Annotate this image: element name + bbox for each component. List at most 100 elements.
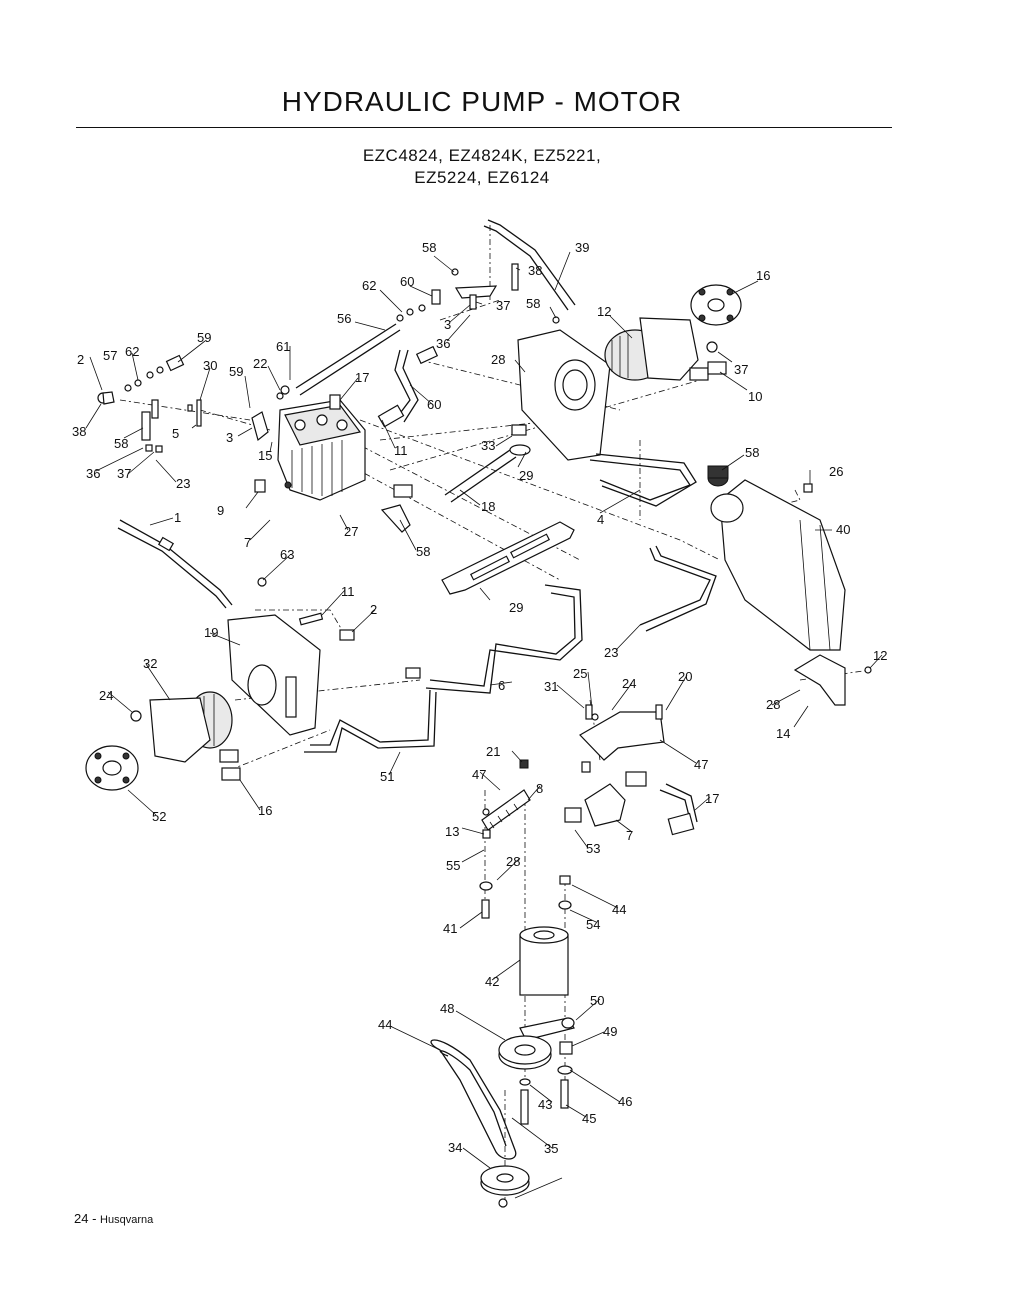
callout-49: 44	[378, 1017, 392, 1032]
page-footer: 24 - Husqvarna	[74, 1211, 153, 1226]
callout-37: 23	[176, 476, 190, 491]
callout-12: 32	[143, 656, 157, 671]
callout-37: 30	[203, 358, 217, 373]
callout-21: 51	[380, 769, 394, 784]
callout-29: 29	[519, 468, 533, 483]
callout-56: 56	[337, 311, 351, 326]
callout-7: 58	[416, 544, 430, 559]
callout-11: 33	[481, 438, 495, 453]
callout-35: 34	[448, 1140, 462, 1155]
callout-47: 21	[486, 744, 500, 759]
callout-60: 60	[400, 274, 414, 289]
callout-26: 9	[217, 503, 224, 518]
title-rule	[76, 127, 892, 128]
fittings-top-left	[97, 354, 290, 453]
callout-27: 7	[244, 535, 251, 550]
callout-36: 37	[117, 466, 131, 481]
page-number: 24 -	[74, 1211, 101, 1226]
callout-11: 2	[370, 602, 377, 617]
callout-28: 44	[612, 902, 626, 917]
callout-2: 19	[204, 625, 218, 640]
callout-58: 15	[258, 448, 272, 463]
callout-32: 25	[573, 666, 587, 681]
fittings-top-center	[396, 263, 560, 324]
callout-5: 3	[226, 430, 233, 445]
callout-23: 26	[829, 464, 843, 479]
model-list-line-1: EZC4824, EZ4824K, EZ5221,	[362, 146, 602, 165]
model-list-line-2: EZ5224, EZ6124	[414, 168, 550, 187]
callout-28: 37	[734, 362, 748, 377]
callout-36: 36	[436, 336, 450, 351]
callout-38: 38	[528, 263, 542, 278]
callout-48: 49	[603, 1024, 617, 1039]
callout-61: 62	[125, 344, 139, 359]
callout-17: 10	[748, 389, 762, 404]
callout-59: 59	[197, 330, 211, 345]
callout-29: 11	[341, 584, 355, 599]
callout-18: 4	[597, 512, 604, 527]
callout-46: 43	[538, 1097, 552, 1112]
callout-16: 16	[756, 268, 770, 283]
callout-60: 38	[72, 424, 86, 439]
callout-24: 14	[776, 726, 790, 741]
callout-58: 58	[526, 296, 540, 311]
callout-1: 27	[344, 524, 358, 539]
callout-33: 58	[745, 445, 759, 460]
page-title: HYDRAULIC PUMP - MOTOR	[281, 86, 683, 117]
reservoir-tank	[589, 453, 872, 706]
hoses	[117, 219, 576, 609]
callout-41: 42	[485, 974, 499, 989]
callout-22: 17	[355, 370, 369, 385]
callout-51: 47	[472, 767, 486, 782]
callout-47: 8	[536, 781, 543, 796]
callout-44: 54	[586, 917, 600, 932]
callout-12: 12	[597, 304, 611, 319]
callout-61: 61	[276, 339, 290, 354]
callout-40: 1	[174, 510, 181, 525]
brand-name: Husqvarna	[100, 1214, 154, 1226]
callout-54: 41	[443, 921, 457, 936]
callout-31: 24	[622, 676, 636, 691]
hydraulic-pump-body	[254, 394, 366, 501]
motor-assembly-right	[517, 284, 742, 461]
callout-44: 46	[618, 1094, 632, 1109]
callout-45: 35	[544, 1141, 558, 1156]
callout-6: 28	[766, 697, 780, 712]
callout-15: 11	[394, 443, 408, 458]
callout-8: 17	[705, 791, 719, 806]
callout-53: 55	[446, 858, 460, 873]
callout-58: 63	[280, 547, 294, 562]
callout-28: 24	[99, 688, 113, 703]
callout-52: 13	[445, 824, 459, 839]
filter-pulley-stack	[430, 759, 575, 1208]
callout-leader-lines	[85, 251, 883, 1199]
callout-43: 45	[582, 1111, 596, 1126]
callout-55: 28	[506, 854, 520, 869]
callout-30: 59	[229, 364, 243, 379]
callout-37: 37	[496, 298, 510, 313]
callout-62: 62	[362, 278, 376, 293]
callout-3: 58	[114, 436, 128, 451]
callout-25: 31	[544, 679, 558, 694]
callout-labels: 58 39 62 60 38 16 37 58 12 56 3 36 59 61…	[72, 240, 887, 1156]
callout-4: 40	[836, 522, 850, 537]
callout-39: 39	[575, 240, 589, 255]
callout-16: 52	[152, 809, 166, 824]
callout-62: 2	[77, 352, 84, 367]
callout-24: 20	[678, 669, 692, 684]
callout-13: 7	[626, 828, 633, 843]
callout-3: 3	[444, 317, 451, 332]
callout-23: 12	[873, 648, 887, 663]
callout-38: 5	[172, 426, 179, 441]
callout-57: 57	[103, 348, 117, 363]
callout-59: 22	[253, 356, 267, 371]
callout-2: 28	[491, 352, 505, 367]
callout-17: 16	[258, 803, 272, 818]
callout-7: 53	[586, 841, 600, 856]
pump-connection-parts	[304, 404, 583, 753]
callout-42: 50	[590, 993, 604, 1008]
callout-14: 47	[694, 757, 708, 772]
callout-9: 18	[481, 499, 495, 514]
callout-50: 48	[440, 1001, 454, 1016]
